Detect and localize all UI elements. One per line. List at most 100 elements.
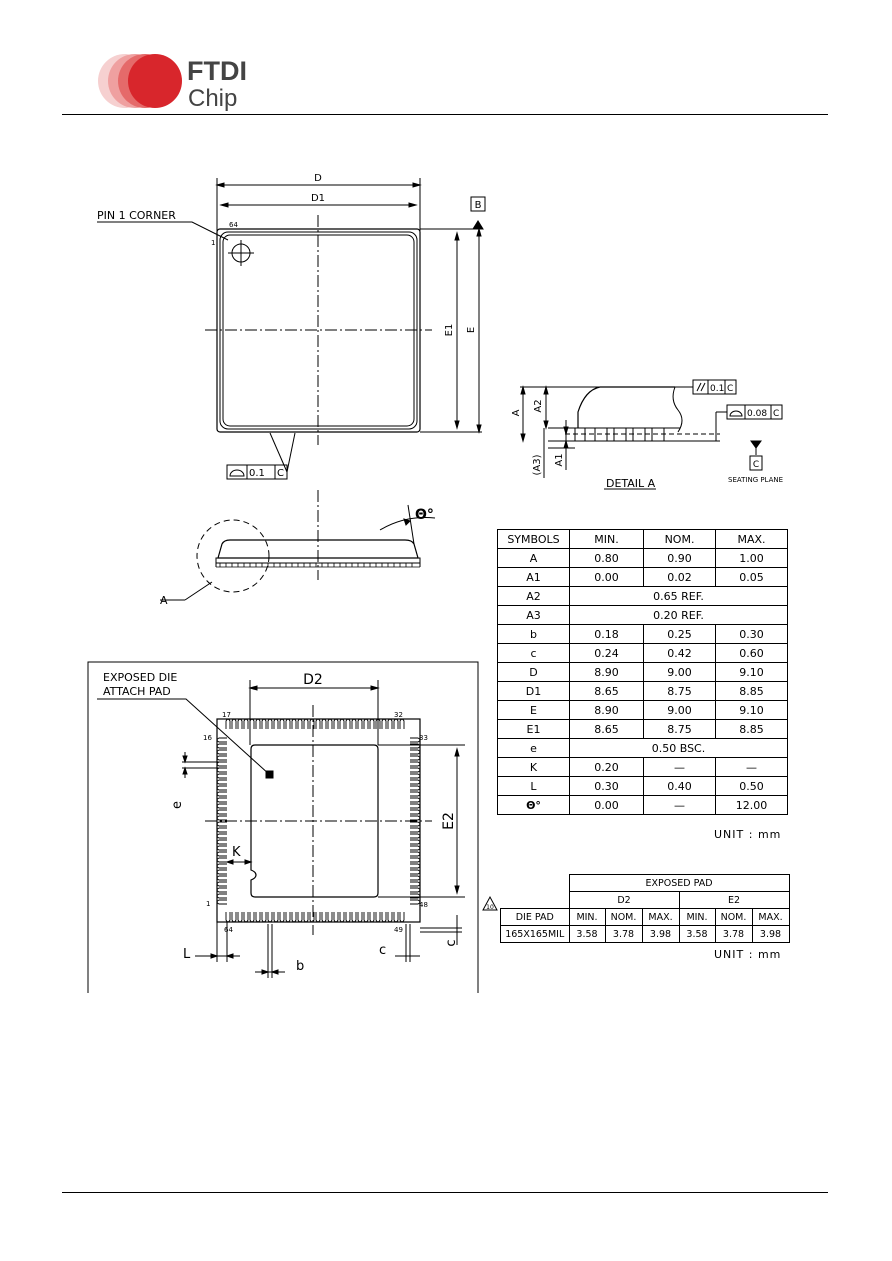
footer-divider <box>62 1192 828 1193</box>
pin33-label: 33 <box>419 734 428 742</box>
symbol-cell: Θ° <box>497 795 570 815</box>
min-cell: 8.65 <box>569 719 644 739</box>
bottom-view-top-pads <box>225 718 405 729</box>
table-row: b 0.18 0.25 0.30 <box>497 624 788 644</box>
max-cell: 0.60 <box>715 643 788 663</box>
pad-value-cell: 3.78 <box>714 925 753 943</box>
pad-sub-header: MAX. <box>641 908 680 926</box>
symbol-cell: L <box>497 776 570 796</box>
pin32-label: 32 <box>394 711 403 719</box>
exposed-pad-header: EXPOSED PAD <box>568 874 790 892</box>
max-cell: 0.50 <box>715 776 788 796</box>
nom-cell: 0.02 <box>643 567 716 587</box>
pin48-label: 48 <box>419 901 428 909</box>
dim-L-label: L <box>183 947 191 962</box>
ref-cell: 0.65 REF. <box>569 586 788 606</box>
parallel-value: 0.1 <box>710 384 724 394</box>
pad-table-blank <box>501 875 570 892</box>
side-view-leads <box>216 563 420 568</box>
pad-sub-header: NOM. <box>604 908 643 926</box>
logo-text-chip: Chip <box>188 85 237 112</box>
table-row: Θ° 0.00 — 12.00 <box>497 795 788 815</box>
header-nom: NOM. <box>643 529 716 549</box>
pin64-bottom-label: 64 <box>224 926 233 934</box>
table-row: A 0.80 0.90 1.00 <box>497 548 788 568</box>
symbol-cell: D <box>497 662 570 682</box>
table-row: A3 0.20 REF. <box>497 605 788 625</box>
symbol-cell: A <box>497 548 570 568</box>
max-cell: 0.05 <box>715 567 788 587</box>
table-header-row: SYMBOLS MIN. NOM. MAX. <box>497 529 788 549</box>
bottom-view-left-pads <box>216 737 227 905</box>
coplanar-datum: C <box>773 409 779 419</box>
nom-cell: 0.42 <box>643 643 716 663</box>
datum-B: B <box>475 200 482 211</box>
logo-text-ftdi: FTDI <box>187 56 247 86</box>
pad-size-cell: 165X165MIL <box>500 925 570 943</box>
ftdi-logo-mark: FTDI Chip <box>98 54 247 112</box>
table-row: E 8.90 9.00 9.10 <box>497 700 788 720</box>
pad-E2-header: E2 <box>678 891 790 909</box>
symbol-cell: K <box>497 757 570 777</box>
nom-cell: 9.00 <box>643 700 716 720</box>
max-cell: — <box>715 757 788 777</box>
dim-A2-label: A2 <box>533 399 544 412</box>
pad-value-cell: 3.78 <box>604 925 643 943</box>
pad-table-unit: UNIT : mm <box>714 948 782 961</box>
symbol-cell: b <box>497 624 570 644</box>
symbol-cell: E1 <box>497 719 570 739</box>
table-row: A2 0.65 REF. <box>497 586 788 606</box>
dimension-table: SYMBOLS MIN. NOM. MAX. A 0.80 0.90 1.00 … <box>497 529 788 815</box>
side-view-callout-A: A <box>160 594 168 607</box>
detail-a-title: DETAIL A <box>606 477 656 490</box>
seating-plane-label: SEATING PLANE <box>728 476 783 484</box>
table-row: E1 8.65 8.75 8.85 <box>497 719 788 739</box>
exposed-pad-table: EXPOSED PAD D2 E2 DIE PAD MIN. NOM. MAX.… <box>500 874 790 943</box>
bottom-view-right-pads <box>410 737 421 905</box>
min-cell: 0.00 <box>569 567 644 587</box>
table-row: L 0.30 0.40 0.50 <box>497 776 788 796</box>
max-cell: 9.10 <box>715 662 788 682</box>
max-cell: 12.00 <box>715 795 788 815</box>
max-cell: 9.10 <box>715 700 788 720</box>
dim-c-horizontal-label: c <box>379 943 386 958</box>
symbol-cell: c <box>497 643 570 663</box>
nom-cell: 0.40 <box>643 776 716 796</box>
dimension-table-unit: UNIT : mm <box>714 828 782 841</box>
table-row: c 0.24 0.42 0.60 <box>497 643 788 663</box>
theta-label: Θ° <box>415 507 434 523</box>
min-cell: 8.90 <box>569 662 644 682</box>
dim-K-label: K <box>232 845 241 860</box>
header-symbols: SYMBOLS <box>497 529 570 549</box>
parallel-datum: C <box>727 384 733 394</box>
exposed-pad-label-2: ATTACH PAD <box>103 685 171 698</box>
min-cell: 0.20 <box>569 757 644 777</box>
dim-c-vertical-label: c <box>444 939 459 946</box>
nom-cell: 8.75 <box>643 719 716 739</box>
min-cell: 8.90 <box>569 700 644 720</box>
pin1-corner-label: PIN 1 CORNER <box>97 209 176 222</box>
max-cell: 0.30 <box>715 624 788 644</box>
symbol-cell: A2 <box>497 586 570 606</box>
max-cell: 8.85 <box>715 681 788 701</box>
header-divider <box>62 114 828 115</box>
pad-value-cell: 3.58 <box>568 925 606 943</box>
pin16-label: 16 <box>203 734 212 742</box>
note-10-label: 10 <box>486 904 494 911</box>
pin64-label: 64 <box>229 221 238 229</box>
table-row: e 0.50 BSC. <box>497 738 788 758</box>
dim-D-label: D <box>314 173 322 184</box>
symbol-cell: e <box>497 738 570 758</box>
dim-D1-label: D1 <box>311 193 325 204</box>
coplanar-value: 0.08 <box>747 409 767 419</box>
pad-sub-header: MIN. <box>678 908 716 926</box>
nom-cell: — <box>643 795 716 815</box>
nom-cell: 9.00 <box>643 662 716 682</box>
table-row: D 8.90 9.00 9.10 <box>497 662 788 682</box>
nom-cell: 0.25 <box>643 624 716 644</box>
table-row: K 0.20 — — <box>497 757 788 777</box>
table-row: A1 0.00 0.02 0.05 <box>497 567 788 587</box>
min-cell: 0.80 <box>569 548 644 568</box>
min-cell: 0.30 <box>569 776 644 796</box>
